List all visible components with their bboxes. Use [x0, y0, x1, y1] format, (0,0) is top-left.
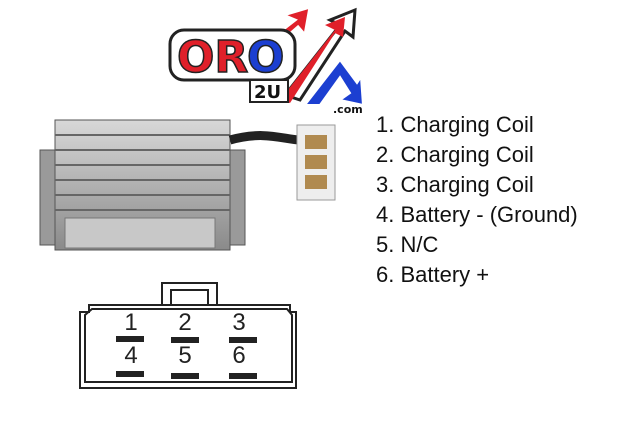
regulator-rectifier-image	[39, 119, 336, 251]
pin-number-6: 6	[232, 342, 246, 369]
pin-bar-6	[229, 373, 257, 379]
pin-bar-5	[171, 373, 199, 379]
svg-text:2U: 2U	[254, 82, 281, 103]
oro2u-logo: OR O 2U .com	[168, 5, 365, 116]
pin-bar-4	[116, 371, 144, 377]
svg-text:OR: OR	[177, 32, 248, 83]
pin-label: 5. N/C	[376, 232, 439, 257]
pinout-legend: 1. Charging Coil 2. Charging Coil 3. Cha…	[376, 110, 578, 290]
svg-text:O: O	[247, 32, 284, 83]
pin-bar-1	[116, 336, 144, 342]
pin-number-4: 4	[124, 342, 138, 369]
pin-label: 4. Battery - (Ground)	[376, 202, 578, 227]
pin-bar-3	[229, 337, 257, 343]
svg-text:.com: .com	[333, 103, 363, 116]
pin-label: 3. Charging Coil	[376, 172, 534, 197]
pin-number-5: 5	[178, 342, 192, 369]
pin-label: 1. Charging Coil	[376, 112, 534, 137]
pin-bar-2	[171, 337, 199, 343]
pin-label: 2. Charging Coil	[376, 142, 534, 167]
pin-number-1: 1	[124, 309, 138, 336]
pin-number-2: 2	[178, 309, 192, 336]
pin-number-3: 3	[232, 309, 246, 336]
pin-label: 6. Battery +	[376, 262, 490, 287]
